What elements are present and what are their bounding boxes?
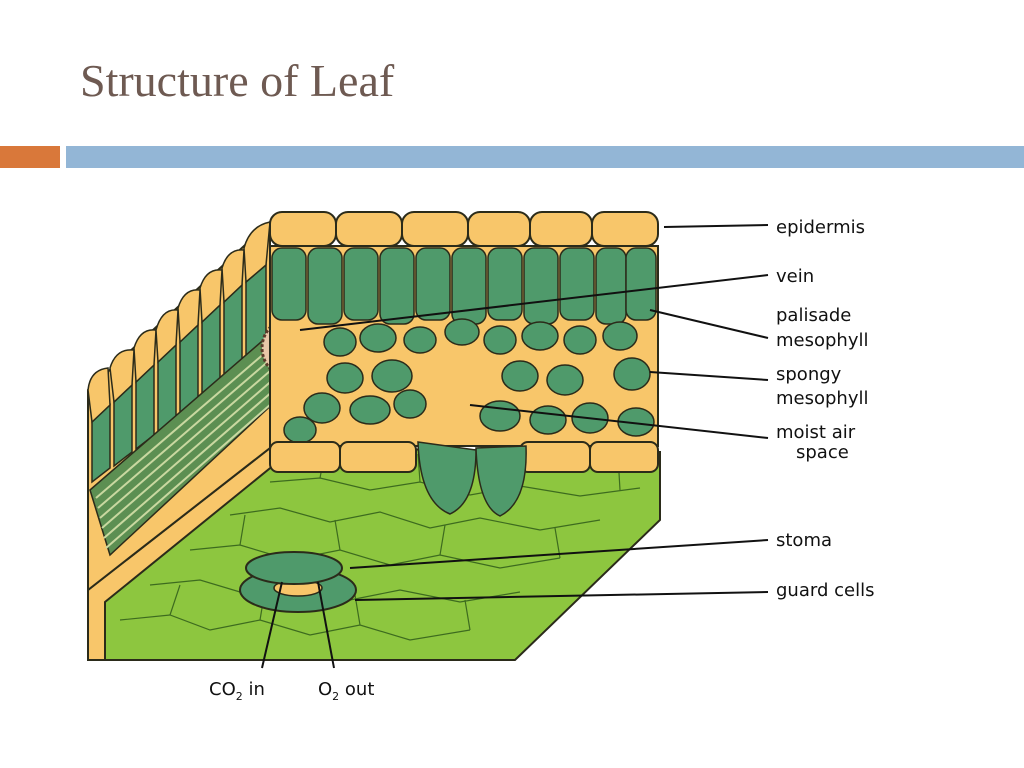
front-upper-epidermis [269, 211, 659, 247]
label-palisade-line2: mesophyll [776, 330, 869, 351]
leader-lines [261, 224, 769, 669]
slide-title: Structure of Leaf [80, 55, 395, 106]
front-palisade-cells [271, 247, 657, 325]
stoma-guard-cells [239, 551, 357, 613]
front-spongy-cells [283, 318, 655, 444]
label-palisade-line1: palisade [776, 305, 851, 326]
leaf-cross-section-diagram: epidermis vein palisade mesophyll spongy… [87, 211, 874, 703]
label-epidermis: epidermis [776, 217, 865, 238]
front-stoma-cells [417, 441, 527, 517]
side-upper-epidermis [87, 221, 271, 424]
accent-bar-blue [66, 146, 1024, 168]
label-guard-cells: guard cells [776, 580, 874, 601]
label-spongy-line1: spongy [776, 364, 842, 385]
label-spongy-line2: mesophyll [776, 388, 869, 409]
label-o2-out: O2 out [318, 679, 374, 703]
label-moist-line1: moist air [776, 422, 856, 443]
label-moist-line2: space [796, 442, 849, 463]
label-vein: vein [776, 266, 814, 287]
label-stoma: stoma [776, 530, 832, 551]
label-co2-in: CO2 in [209, 679, 265, 703]
accent-bar-orange [0, 146, 60, 168]
